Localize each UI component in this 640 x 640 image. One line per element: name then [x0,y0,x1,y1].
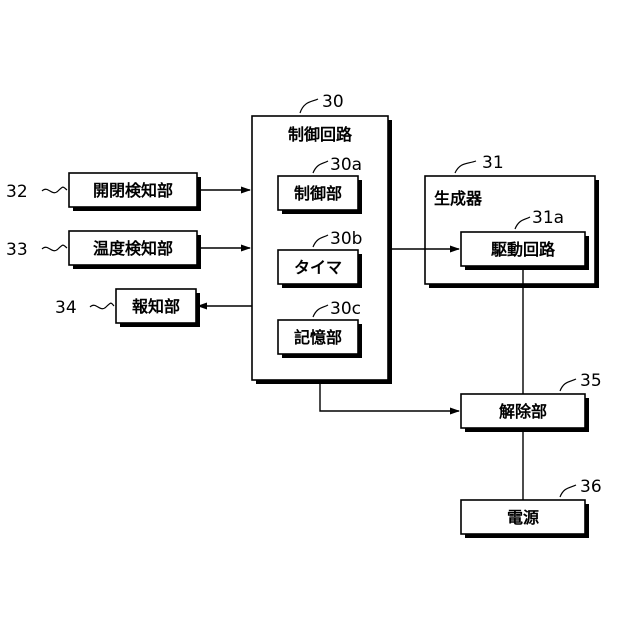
release-unit-block: 解除部 [461,394,589,432]
temperature-detector-label: 温度検知部 [92,239,173,258]
memory-unit-block: 記憶部 [278,320,362,358]
timer-ref: 30b [330,229,362,249]
open-close-detector-block: 開閉検知部 [69,173,201,211]
power-supply-ref: 36 [580,477,602,497]
control-circuit-label: 制御回路 [288,125,353,144]
control-to-release-arrow [320,380,459,411]
drive-circuit-label: 駆動回路 [491,240,556,259]
open-close-detector-ref: 32 [6,182,28,202]
open-close-detector-label: 開閉検知部 [93,181,173,200]
notification-unit-label: 報知部 [132,297,180,316]
notification-unit-ref: 34 [55,298,77,318]
generator-ref: 31 [482,153,504,173]
control-unit-block: 制御部 [278,176,362,214]
release-unit-label: 解除部 [499,402,547,421]
memory-unit-ref: 30c [330,299,361,319]
notification-unit-leader [90,303,114,309]
temperature-detector-leader [42,245,67,251]
generator-leader [455,161,476,173]
power-supply-label: 電源 [507,508,539,527]
control-unit-label: 制御部 [294,184,342,203]
temperature-detector-ref: 33 [6,240,28,260]
power-supply-block: 電源 [461,500,589,538]
temperature-detector-block: 温度検知部 [69,231,201,269]
release-unit-ref: 35 [580,371,602,391]
control-unit-ref: 30a [330,155,362,175]
drive-circuit-ref: 31a [532,208,564,228]
release-unit-leader [560,379,576,391]
control-circuit-leader [300,99,318,113]
open-close-detector-leader [42,187,67,193]
control-circuit-ref: 30 [322,92,344,112]
memory-unit-label: 記憶部 [294,328,342,347]
notification-unit-block: 報知部 [116,289,200,327]
timer-label: タイマ [294,258,342,277]
power-supply-leader [560,485,576,497]
generator-label: 生成器 [434,189,483,208]
timer-block: タイマ [278,250,362,288]
drive-circuit-block: 駆動回路 [461,232,589,270]
